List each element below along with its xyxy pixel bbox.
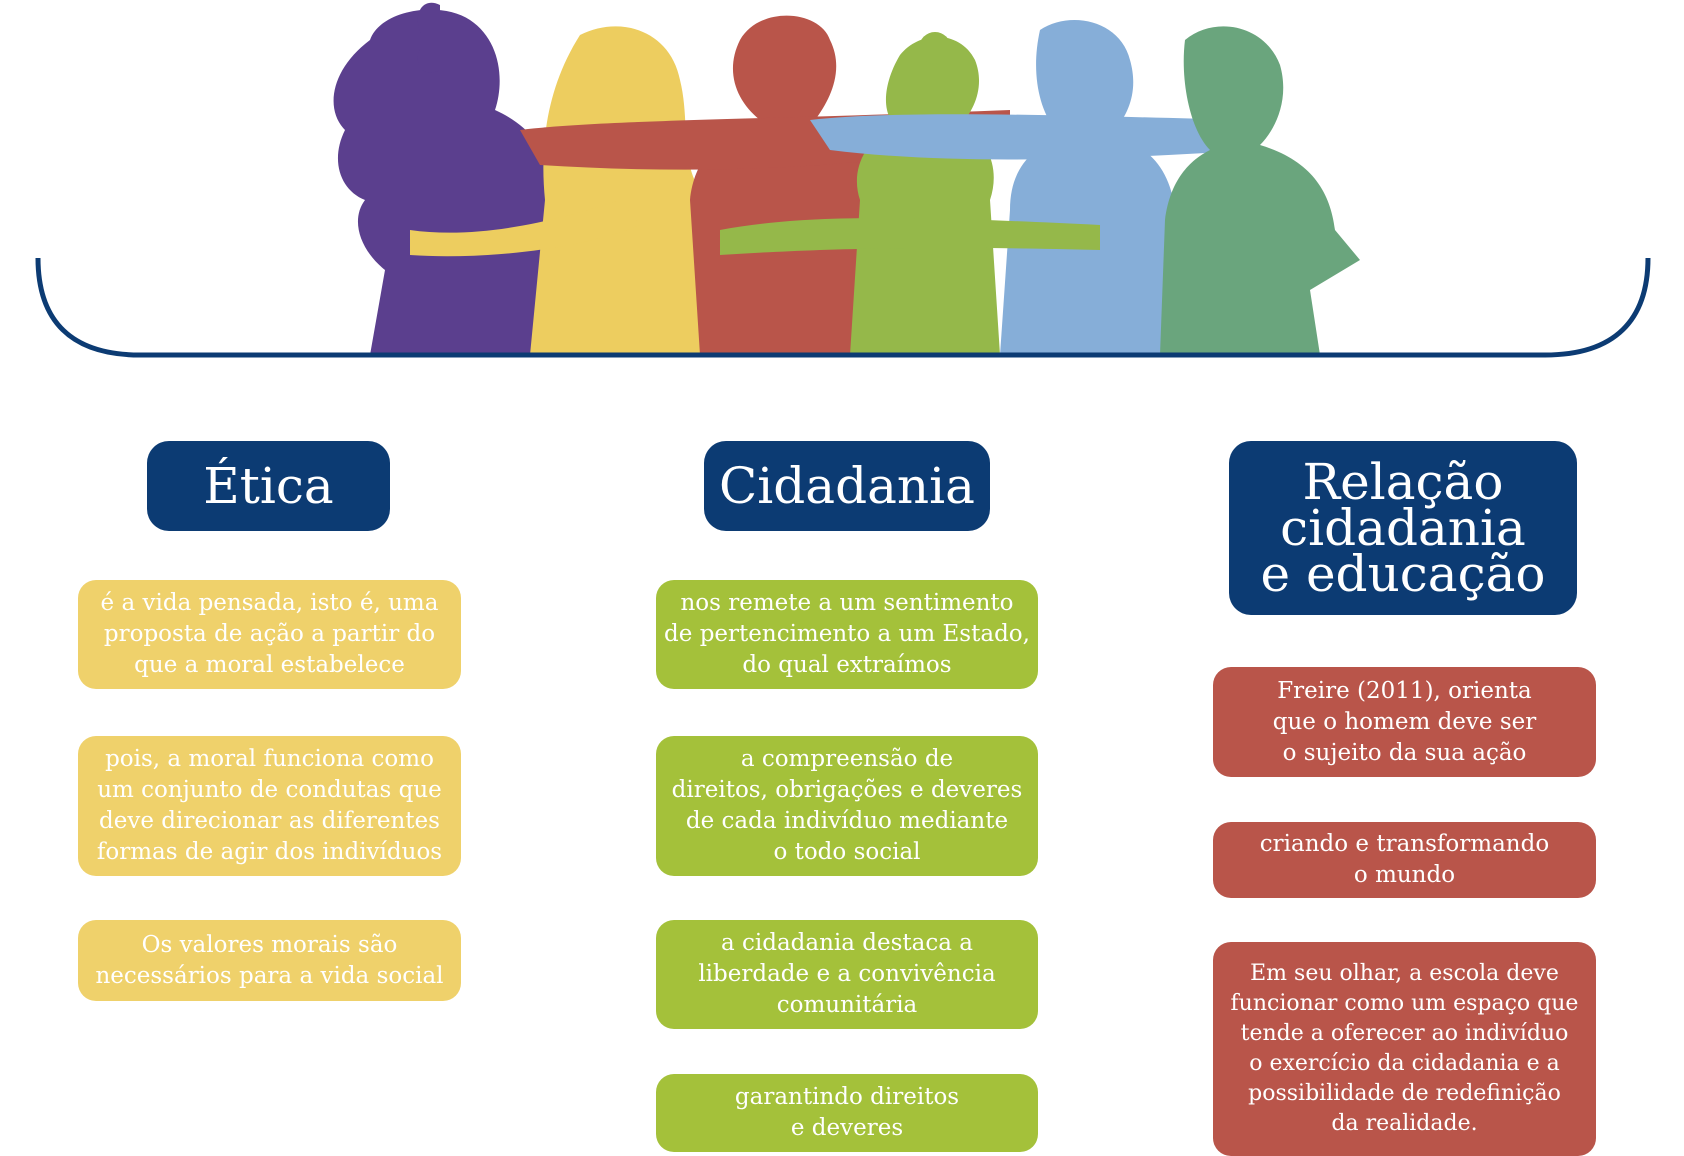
relacao-item-3: Em seu olhar, a escola deve funcionar co… [1213, 942, 1596, 1156]
arm-green [720, 218, 1100, 255]
relacao-item-1: Freire (2011), orienta que o homem deve … [1213, 667, 1596, 777]
relacao-item-2: criando e transformando o mundo [1213, 822, 1596, 898]
arm-yellow [410, 200, 640, 257]
cidadania-item-2: a compreensão de direitos, obrigações e … [656, 736, 1038, 876]
etica-item-1: é a vida pensada, isto é, uma proposta d… [78, 580, 461, 689]
cidadania-item-4: garantindo direitos e deveres [656, 1074, 1038, 1152]
person-blue [810, 20, 1255, 355]
etica-item-2: pois, a moral funciona como um conjunto … [78, 736, 461, 876]
cidadania-item-1: nos remete a um sentimento de pertencime… [656, 580, 1038, 689]
person-purple [333, 2, 570, 355]
etica-title: Ética [147, 441, 390, 531]
etica-item-3: Os valores morais são necessários para a… [78, 920, 461, 1001]
people-group-illustration [35, 2, 1651, 358]
base-curve [35, 257, 1651, 358]
cidadania-title: Cidadania [704, 441, 990, 531]
person-yellow [530, 26, 720, 356]
person-green [850, 32, 1000, 355]
person-teal [1160, 26, 1360, 356]
cidadania-item-3: a cidadania destaca a liberdade e a conv… [656, 920, 1038, 1029]
relacao-title: Relação cidadania e educação [1229, 441, 1577, 615]
